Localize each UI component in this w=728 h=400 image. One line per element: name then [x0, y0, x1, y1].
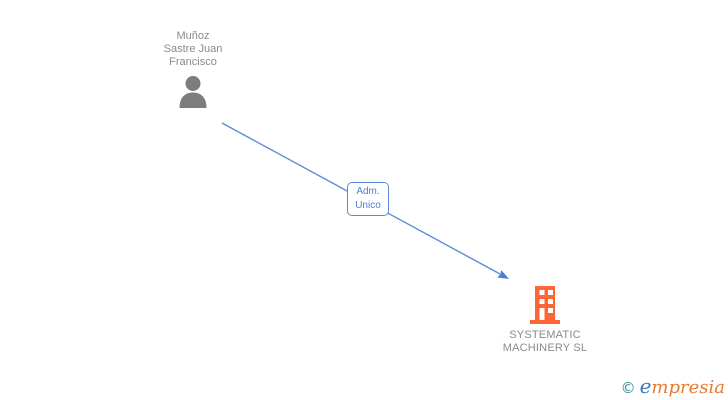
person-name-line: Muñoz: [176, 30, 210, 42]
brand-initial: e: [639, 374, 652, 398]
edge-arrowhead-icon: [497, 270, 509, 279]
person-name-line: Sastre Juan: [163, 43, 223, 55]
company-name-line: SYSTEMATIC: [509, 329, 581, 341]
company-name: SYSTEMATIC MACHINERY SL: [445, 329, 645, 355]
company-name-line: MACHINERY SL: [502, 342, 588, 354]
edge-label: Adm. Unico: [347, 182, 389, 216]
person-name-line: Francisco: [169, 56, 217, 68]
node-company[interactable]: SYSTEMATIC MACHINERY SL: [445, 286, 645, 355]
building-icon: [445, 286, 645, 324]
edge-label-line: Unico: [355, 200, 381, 211]
brand-text: empresia: [639, 374, 725, 398]
person-name: Muñoz Sastre Juan Francisco: [93, 30, 293, 69]
brand-rest: mpresia: [651, 377, 725, 398]
node-person[interactable]: Muñoz Sastre Juan Francisco: [93, 30, 293, 108]
copyright-icon: ©: [620, 379, 636, 397]
person-icon: [93, 75, 293, 108]
empresia-logo[interactable]: © empresia: [620, 374, 725, 398]
edge-label-line: Adm.: [356, 186, 380, 197]
